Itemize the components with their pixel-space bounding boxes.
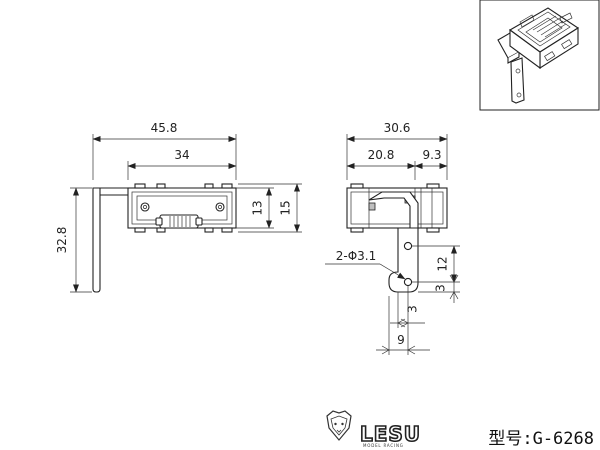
brand-subtitle: MODEL RACING [363,443,404,448]
mounting-plate [92,187,101,293]
dim-3-vertical: 3 [434,284,448,292]
dim-9-3: 9.3 [422,148,441,162]
dim-9: 9 [397,333,405,347]
lion-logo-icon [326,410,352,441]
dim-13: 13 [251,200,265,215]
screw-left [140,202,150,212]
dim-15: 15 [279,200,293,215]
dim-30-6: 30.6 [384,121,411,135]
hole-lower [403,277,413,287]
isometric-view [497,7,580,104]
dim-hole-callout: 2-Φ3.1 [336,249,377,263]
dim-45-8: 45.8 [151,121,178,135]
brand-logo: LESU [360,422,421,446]
hanging-bracket [388,227,419,293]
isometric-inset [479,0,600,111]
dim-12: 12 [436,256,450,271]
dim-32-8: 32.8 [55,227,69,254]
dim-20-8: 20.8 [368,148,395,162]
latch-grip [159,214,199,229]
dim-34: 34 [174,148,189,162]
screw-right [215,202,225,212]
side-dimensions: 30.6 20.8 9.3 2-Φ3.1 12 3 3 9 [325,121,460,355]
front-dimensions: 45.8 34 32.8 13 15 [55,121,302,293]
brand-block: LESU MODEL RACING 型号:G-6268 [326,410,594,449]
hole-upper [403,241,413,251]
model-number: 型号:G-6268 [488,429,594,449]
front-view [92,183,237,293]
side-view [346,183,448,293]
dim-3-horizontal: 3 [406,305,420,313]
